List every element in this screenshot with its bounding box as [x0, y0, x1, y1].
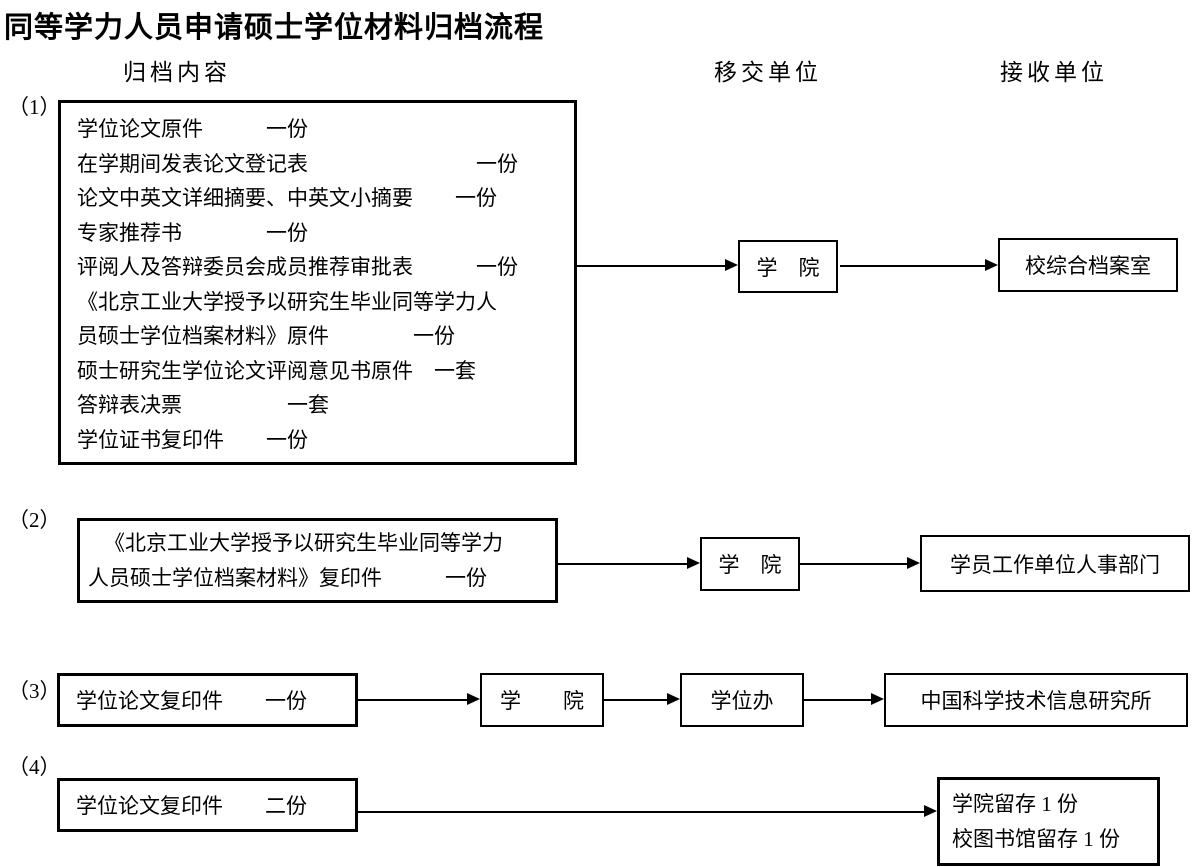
- row3-archive-content-box: 学位论文复印件 一份: [57, 673, 358, 727]
- row2-archive-content-box: 《北京工业大学授予以研究生毕业同等学力 人员硕士学位档案材料》复印件 一份: [77, 518, 558, 603]
- archive-item: 《北京工业大学授予以研究生毕业同等学力: [104, 530, 503, 555]
- archive-item: 论文中英文详细摘要、中英文小摘要 一份: [77, 186, 497, 210]
- row4-retention-node: 学院留存 1 份 校图书馆留存 1 份: [937, 777, 1160, 866]
- page-title: 同等学力人员申请硕士学位材料归档流程: [4, 12, 545, 44]
- retention-line: 校图书馆留存 1 份: [952, 826, 1120, 851]
- flow-arrow-row1-to-college: [577, 259, 738, 271]
- column-header-archive-content: 归档内容: [123, 60, 231, 85]
- archive-item: 学位证书复印件 一份: [77, 427, 308, 452]
- row1-school-archives-node: 校综合档案室: [998, 238, 1178, 292]
- archive-item: 答辩表决票 一套: [77, 393, 329, 417]
- flow-arrow-college-to-archives: [840, 259, 998, 271]
- archive-item: 人员硕士学位档案材料》复印件 一份: [88, 565, 487, 590]
- archive-item: 硕士研究生学位论文评阅意见书原件 一套: [77, 358, 476, 383]
- row4-archive-content-box: 学位论文复印件 二份: [57, 778, 358, 832]
- archive-item: 《北京工业大学授予以研究生毕业同等学力人: [77, 289, 497, 314]
- row1-college-node: 学 院: [738, 240, 838, 293]
- flow-arrow-degree-office-to-istic: [804, 693, 884, 705]
- flow-arrow-row4-to-retention: [358, 805, 937, 817]
- row1-label: （1）: [8, 95, 61, 119]
- row2-college-node: 学 院: [700, 537, 800, 591]
- archive-item: 员硕士学位档案材料》原件 一份: [77, 324, 455, 348]
- row1-archive-content-box: 学位论文原件 一份 在学期间发表论文登记表 一份 论文中英文详细摘要、中英文小摘…: [58, 100, 577, 465]
- flow-arrow-college-to-degree-office: [604, 693, 680, 705]
- row4-label: （4）: [8, 755, 61, 779]
- row2-employer-hr-node: 学员工作单位人事部门: [920, 535, 1190, 592]
- row3-degree-office-node: 学位办: [680, 673, 804, 727]
- flow-arrow-college-to-hr: [800, 557, 920, 569]
- archive-item: 评阅人及答辩委员会成员推荐审批表 一份: [77, 255, 518, 279]
- retention-line: 学院留存 1 份: [952, 791, 1078, 816]
- column-header-transfer-unit: 移交单位: [714, 60, 822, 85]
- row2-label: （2）: [8, 508, 61, 532]
- flow-arrow-row2-to-college: [558, 557, 700, 569]
- column-header-receiving-unit: 接收单位: [1000, 60, 1108, 85]
- archive-item: 学位论文原件 一份: [77, 117, 308, 141]
- row3-college-node: 学 院: [480, 673, 604, 727]
- row3-istic-node: 中国科学技术信息研究所: [884, 673, 1188, 727]
- flow-arrow-row3-to-college: [358, 693, 480, 705]
- row3-label: （3）: [8, 679, 61, 703]
- archive-item: 在学期间发表论文登记表 一份: [77, 151, 518, 176]
- archive-item: 专家推荐书 一份: [77, 220, 308, 245]
